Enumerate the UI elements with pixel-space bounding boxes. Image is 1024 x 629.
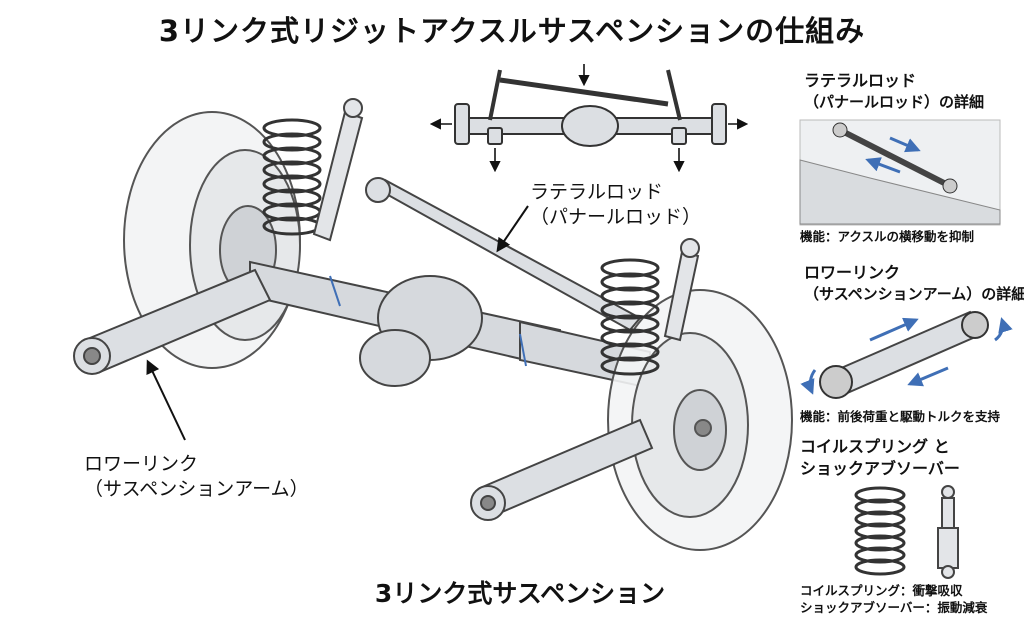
lower-detail-heading: ロワーリンク （サスペンションアーム）の詳細	[804, 262, 1024, 304]
lateral-detail-heading: ラテラルロッド （パナールロッド）の詳細	[804, 70, 984, 112]
left-shock-absorber	[312, 98, 364, 242]
lateral-heading-line1: ラテラルロッド	[804, 71, 917, 90]
callout-lower-link-line1: ロワーリンク	[84, 453, 199, 475]
callout-arrow-lower	[146, 359, 186, 441]
shock-detail-illustration	[937, 485, 959, 579]
right-coil-spring	[600, 258, 660, 376]
right-shock-absorber	[663, 238, 700, 342]
callout-lower-link: ロワーリンク （サスペンションアーム）	[84, 452, 309, 502]
spring-function-text: コイルスプリング：衝撃吸収 ショックアブソーバー：振動減衰	[800, 582, 987, 616]
callout-lateral-rod-line1: ラテラルロッド	[530, 181, 664, 203]
spring-heading-line1: コイルスプリング と	[800, 437, 950, 456]
lower-detail-illustration	[800, 310, 1013, 399]
spring-function-line1: コイルスプリング：衝撃吸収	[800, 583, 963, 598]
axle-housing	[249, 260, 651, 390]
spring-detail-illustration	[854, 486, 906, 576]
schematic-arrows	[429, 64, 749, 173]
left-coil-spring	[262, 118, 322, 236]
lower-heading-line1: ロワーリンク	[804, 263, 901, 282]
lower-heading-line2: （サスペンションアーム）の詳細	[804, 285, 1024, 303]
lateral-function-text: 機能：アクスルの横移動を抑制	[800, 229, 975, 244]
right-lower-link	[470, 418, 654, 521]
callout-arrow-lateral	[496, 205, 529, 253]
top-schematic	[454, 69, 727, 147]
page-title: 3リンク式リジットアクスルサスペンションの仕組み	[158, 14, 866, 48]
callout-lateral-rod: ラテラルロッド （パナールロッド）	[530, 180, 701, 230]
lateral-detail-illustration	[799, 119, 1001, 226]
callout-lower-link-line2: （サスペンションアーム）	[84, 478, 309, 500]
lower-function-text: 機能：前後荷重と駆動トルクを支持	[800, 409, 1001, 424]
left-lower-link	[73, 268, 272, 375]
spring-detail-heading: コイルスプリング と ショックアブソーバー	[800, 436, 960, 480]
bottom-title: 3リンク式サスペンション	[374, 579, 666, 608]
spring-function-line2: ショックアブソーバー：振動減衰	[800, 600, 988, 615]
lateral-heading-line2: （パナールロッド）の詳細	[804, 93, 985, 111]
spring-heading-line2: ショックアブソーバー	[800, 459, 960, 478]
callout-lateral-rod-line2: （パナールロッド）	[530, 206, 702, 228]
